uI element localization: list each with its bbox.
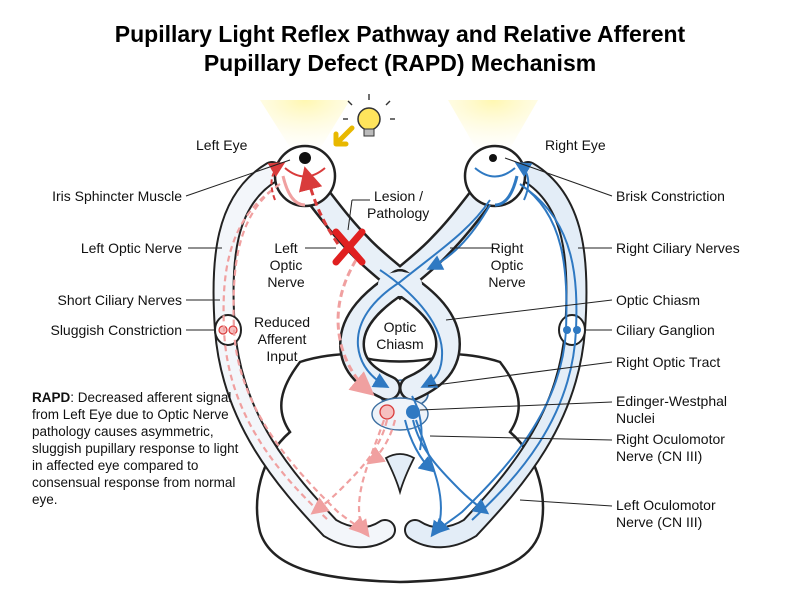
page-title: Pupillary Light Reflex Pathway and Relat… xyxy=(0,20,800,78)
label-optic-chiasm: Optic Chiasm xyxy=(616,292,700,308)
right-eye xyxy=(463,144,527,208)
blue-efferent-to-iris xyxy=(514,161,533,201)
label-right-optic-2: Optic xyxy=(491,257,524,273)
label-ew-1: Edinger-Westphal xyxy=(616,393,727,409)
blue-afferent-paths xyxy=(356,199,491,388)
title-line-1: Pupillary Light Reflex Pathway and Relat… xyxy=(114,21,686,47)
label-reduced-2: Afferent xyxy=(258,331,307,347)
left-pupil xyxy=(299,152,311,164)
label-chiasm-inner-1: Optic xyxy=(384,319,417,335)
label-right-ocn-2: Nerve (CN III) xyxy=(616,448,702,464)
right-light-beam xyxy=(448,100,538,152)
label-left-ocn-1: Left Oculomotor xyxy=(616,497,716,513)
label-right-ocn-1: Right Oculomotor xyxy=(616,431,725,447)
red-afferent-paths xyxy=(298,166,375,396)
label-left-ocn-2: Nerve (CN III) xyxy=(616,514,702,530)
label-left-optic-3: Nerve xyxy=(267,274,305,290)
right-pupil xyxy=(489,154,497,162)
left-ciliary-ganglion xyxy=(214,314,242,346)
light-bulb-icon xyxy=(343,94,395,137)
left-efferent-loop xyxy=(212,161,396,549)
rapd-term: RAPD xyxy=(32,390,71,405)
label-right-optic-1: Right xyxy=(491,240,524,256)
label-sluggish: Sluggish Constriction xyxy=(50,322,182,338)
label-lesion-2: Pathology xyxy=(367,205,429,221)
left-eye xyxy=(273,144,337,208)
label-right-eye: Right Eye xyxy=(545,137,606,153)
label-short-ciliary: Short Ciliary Nerves xyxy=(58,292,182,308)
red-efferent-to-iris xyxy=(267,161,286,201)
label-left-optic-2: Optic xyxy=(270,257,303,273)
leader-lines xyxy=(185,157,613,507)
label-right-optic-tract: Right Optic Tract xyxy=(616,354,720,370)
label-reduced-3: Input xyxy=(266,348,297,364)
red-efferent-paths xyxy=(222,183,397,538)
blue-efferent-paths xyxy=(404,183,578,538)
label-ciliary-ganglion: Ciliary Ganglion xyxy=(616,322,715,338)
label-iris-sphincter: Iris Sphincter Muscle xyxy=(52,188,182,204)
label-chiasm-inner-2: Chiasm xyxy=(376,336,423,352)
rapd-text: : Decreased afferent signal from Left Ey… xyxy=(32,390,239,507)
label-ew-2: Nuclei xyxy=(616,410,655,426)
lesion-x-icon xyxy=(332,228,366,266)
right-efferent-loop xyxy=(404,161,588,549)
label-right-optic-3: Nerve xyxy=(488,274,526,290)
rapd-explanation: RAPD: Decreased afferent signal from Lef… xyxy=(32,389,247,508)
title-line-2: Pupillary Defect (RAPD) Mechanism xyxy=(203,50,597,76)
right-ciliary-ganglion xyxy=(558,314,586,346)
light-arrow-icon xyxy=(333,125,355,147)
label-left-eye: Left Eye xyxy=(196,137,248,153)
label-right-ciliary: Right Ciliary Nerves xyxy=(616,240,740,256)
fourth-ventricle xyxy=(384,453,416,496)
left-light-beam xyxy=(260,100,350,152)
label-left-optic-nerve: Left Optic Nerve xyxy=(81,240,182,256)
label-lesion-1: Lesion / xyxy=(374,188,423,204)
label-brisk: Brisk Constriction xyxy=(616,188,725,204)
label-reduced-1: Reduced xyxy=(254,314,310,330)
label-left-optic-1: Left xyxy=(274,240,297,256)
